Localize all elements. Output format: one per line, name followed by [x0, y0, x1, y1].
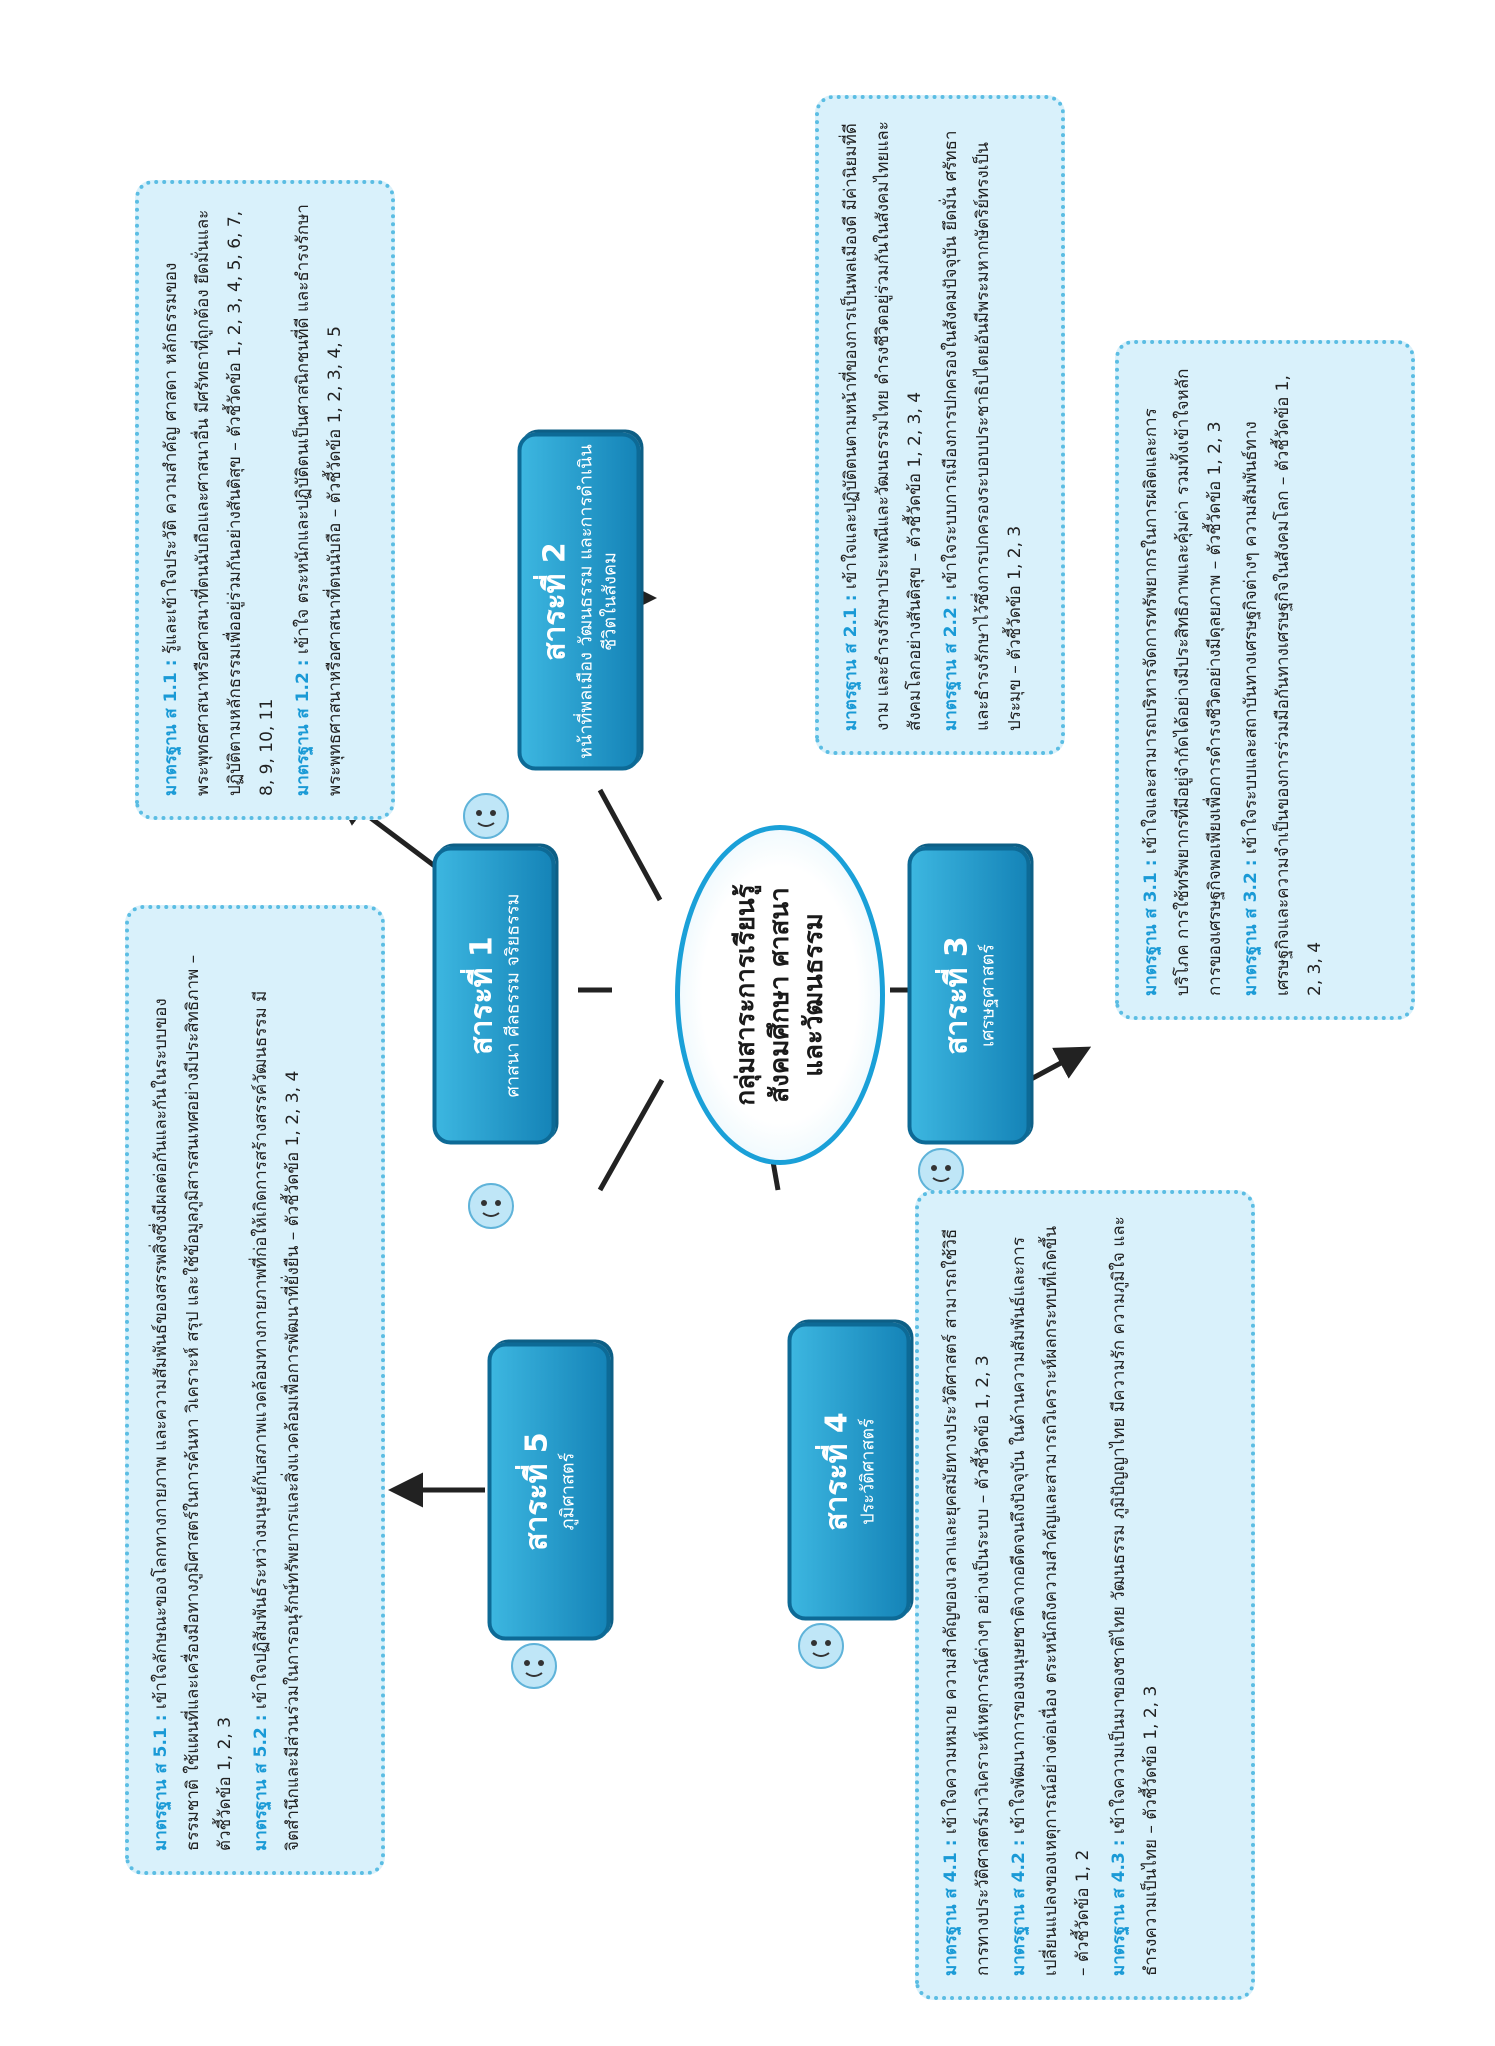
standard-item: มาตรฐาน ส 2.1 : เข้าใจและปฏิบัติตนตามหน้…: [835, 119, 931, 731]
node-strand-4: สาระที่ 4 ประวัติศาสตร์: [787, 1322, 911, 1621]
center-line-2: สังคมศึกษา ศาสนา: [765, 887, 795, 1103]
standards-box-strand-5: มาตรฐาน ส 5.1 : เข้าใจลักษณะของโลกทางกาย…: [125, 905, 385, 1875]
standard-label: มาตรฐาน ส 3.2 :: [1241, 859, 1261, 996]
mascot-icon: [468, 1183, 514, 1229]
standards-box-strand-2: มาตรฐาน ส 2.1 : เข้าใจและปฏิบัติตนตามหน้…: [815, 95, 1065, 755]
node-title: สาระที่ 4: [819, 1412, 854, 1531]
standard-item: มาตรฐาน ส 2.2 : เข้าใจระบบการเมืองการปกค…: [935, 119, 1031, 731]
center-line-1: กลุ่มสาระการเรียนรู้: [731, 884, 761, 1106]
node-strand-3: สาระที่ 3 เศรษฐศาสตร์: [907, 846, 1031, 1145]
standard-item: มาตรฐาน ส 4.2 : เข้าใจพัฒนาการของมนุษยชา…: [1003, 1214, 1099, 1976]
node-subtitle: ศาสนา ศีลธรรม จริยธรรม: [502, 893, 523, 1098]
node-subtitle: หน้าที่พลเมือง วัฒนธรรม และการดำเนินชีวิ…: [575, 444, 620, 759]
node-strand-5: สาระที่ 5 ภูมิศาสตร์: [487, 1342, 611, 1641]
standards-box-strand-3: มาตรฐาน ส 3.1 : เข้าใจและสามารถบริหารจัด…: [1115, 340, 1415, 1020]
node-strand-2: สาระที่ 2 หน้าที่พลเมือง วัฒนธรรม และการ…: [517, 432, 641, 771]
standard-item: มาตรฐาน ส 4.3 : เข้าใจความเป็นมาของชาติไ…: [1103, 1214, 1167, 1976]
standards-box-strand-1: มาตรฐาน ส 1.1 : รู้และเข้าใจประวัติ ความ…: [135, 180, 395, 820]
standard-label: มาตรฐาน ส 2.1 :: [841, 594, 861, 731]
standard-label: มาตรฐาน ส 5.2 :: [251, 1714, 271, 1851]
standard-item: มาตรฐาน ส 4.1 : เข้าใจความหมาย ความสำคัญ…: [935, 1214, 999, 1976]
mascot-icon: [463, 793, 509, 839]
standard-label: มาตรฐาน ส 2.2 :: [941, 594, 961, 731]
standard-label: มาตรฐาน ส 5.1 :: [151, 1714, 171, 1851]
standard-item: มาตรฐาน ส 1.1 : รู้และเข้าใจประวัติ ความ…: [155, 204, 283, 796]
node-subtitle: เศรษฐศาสตร์: [977, 944, 998, 1047]
node-title: สาระที่ 1: [464, 936, 499, 1055]
node-title: สาระที่ 3: [939, 936, 974, 1055]
link-center-node2: [597, 788, 663, 902]
standard-label: มาตรฐาน ส 1.1 :: [161, 659, 181, 796]
mascot-icon: [511, 1643, 557, 1689]
standard-item: มาตรฐาน ส 5.2 : เข้าใจปฏิสัมพันธ์ระหว่าง…: [245, 929, 309, 1851]
arrow-node3-box: [1018, 1046, 1092, 1088]
node-subtitle: ประวัติศาสตร์: [857, 1418, 878, 1525]
node-subtitle: ภูมิศาสตร์: [557, 1452, 578, 1531]
standards-box-strand-4: มาตรฐาน ส 4.1 : เข้าใจความหมาย ความสำคัญ…: [915, 1190, 1255, 2000]
node-strand-1: สาระที่ 1 ศาสนา ศีลธรรม จริยธรรม: [432, 846, 556, 1145]
standard-item: มาตรฐาน ส 3.2 : เข้าใจระบบและสถาบันทางเศ…: [1235, 364, 1331, 996]
node-title: สาระที่ 2: [537, 542, 572, 661]
standard-item: มาตรฐาน ส 1.2 : เข้าใจ ตระหนักและปฏิบัติ…: [287, 204, 351, 796]
standard-label: มาตรฐาน ส 4.2 :: [1009, 1839, 1029, 1976]
standard-label: มาตรฐาน ส 1.2 :: [293, 659, 313, 796]
standard-item: มาตรฐาน ส 3.1 : เข้าใจและสามารถบริหารจัด…: [1135, 364, 1231, 996]
node-title: สาระที่ 5: [519, 1432, 554, 1551]
standard-label: มาตรฐาน ส 4.1 :: [941, 1839, 961, 1976]
mascot-icon: [798, 1623, 844, 1669]
center-topic: กลุ่มสาระการเรียนรู้ สังคมศึกษา ศาสนา แล…: [675, 825, 885, 1165]
standard-item: มาตรฐาน ส 5.1 : เข้าใจลักษณะของโลกทางกาย…: [145, 929, 241, 1851]
center-line-3: และวัฒนธรรม: [799, 913, 829, 1077]
link-center-node5: [597, 1078, 665, 1192]
standard-label: มาตรฐาน ส 3.1 :: [1141, 859, 1161, 996]
standard-label: มาตรฐาน ส 4.3 :: [1109, 1839, 1129, 1976]
